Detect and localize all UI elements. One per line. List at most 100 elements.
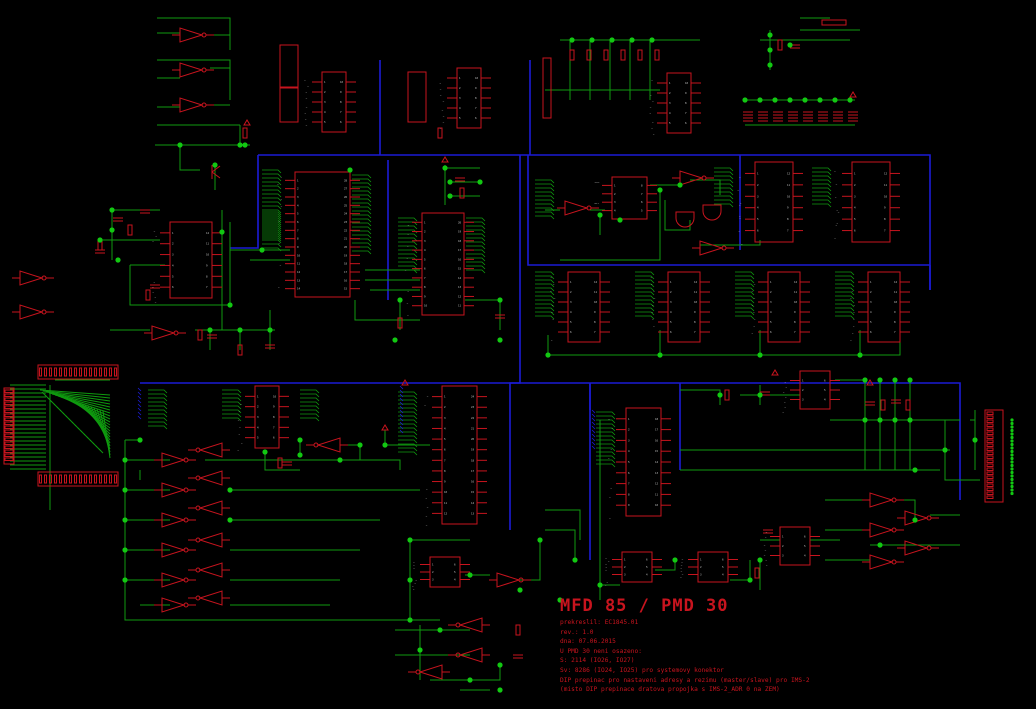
signal-label: ~ (307, 85, 309, 88)
bus-segment-0 (230, 155, 259, 249)
bus-segment-9 (520, 382, 961, 500)
junction-15 (442, 165, 448, 171)
signal-label: ~ (680, 576, 682, 579)
junction-34 (357, 442, 363, 448)
junction-58 (912, 467, 918, 473)
bus-entry-blue-2 (591, 421, 596, 426)
signal-label: ~ (407, 302, 409, 305)
pin-number: 14 (458, 276, 462, 280)
pin-number: 19 (344, 253, 348, 257)
pin-number: 9 (206, 263, 208, 267)
pin-number: 11 (787, 183, 791, 187)
pin-number: 1 (624, 558, 626, 562)
bus-entry-blue-1 (399, 413, 404, 418)
pin-number: 3 (700, 573, 702, 577)
bus-entry-10 (300, 401, 320, 406)
junction-78 (337, 457, 343, 463)
bus-entry-2 (398, 241, 418, 246)
bus-entry-13 (714, 191, 734, 196)
pin-number: 13 (297, 278, 301, 282)
junction-47 (717, 392, 723, 398)
bus-entry-blue-0 (137, 407, 142, 412)
connector-pin (89, 367, 92, 377)
bus-entry-blue-2 (591, 413, 596, 418)
junction-73 (589, 37, 595, 43)
crystal (821, 19, 847, 26)
connector-pin (44, 367, 47, 377)
bus-entry-0 (262, 225, 282, 230)
bus-entry-5 (635, 315, 655, 320)
signal-label: ~ (738, 230, 740, 233)
wire-75 (655, 560, 676, 571)
pin-number: 2 (669, 91, 671, 95)
connector-pin (986, 435, 994, 439)
bus-entry-14 (812, 199, 832, 204)
connector-pin (986, 459, 994, 463)
bus-entry-0 (262, 193, 282, 198)
bus-entry-0 (262, 213, 282, 218)
bus-entry-11 (398, 447, 418, 452)
pin-number: 5 (804, 544, 806, 548)
logic-gate-1 (179, 62, 204, 78)
bus-entry-5 (635, 303, 655, 308)
connector-pin (986, 475, 994, 479)
junction-56 (907, 417, 913, 423)
pin-number: 6 (641, 200, 643, 204)
junction-53 (862, 417, 868, 423)
bus-entry-15 (352, 238, 372, 243)
signal-label: ~ (609, 517, 611, 520)
pin-number: 9 (794, 310, 796, 314)
pin-number: 14 (655, 460, 659, 464)
pin-number: 12 (594, 280, 598, 284)
resistor-6 (145, 289, 151, 301)
signal-label: ~ (605, 584, 607, 587)
logic-gate-12 (198, 470, 223, 486)
pin-number: 3 (757, 194, 759, 198)
bus-entry-11 (398, 395, 418, 400)
junction-25 (757, 352, 763, 358)
logic-gate-21 (316, 437, 341, 453)
signal-label: ~ (427, 506, 429, 509)
bus-entry-1 (262, 215, 282, 220)
pin-number: 11 (655, 492, 659, 496)
wire-77 (680, 389, 721, 405)
wire-7 (129, 222, 231, 306)
connector-pin (986, 439, 994, 443)
bus-entry-11 (398, 451, 418, 456)
pin-number: 12 (206, 231, 210, 235)
junction-5 (115, 257, 121, 263)
pin-number: 11 (894, 290, 898, 294)
pin-number: 23 (344, 220, 348, 224)
junction-65 (757, 97, 763, 103)
bus-entry-4 (535, 271, 555, 276)
pin-number: 3 (424, 239, 426, 243)
bus-entry-15 (352, 198, 372, 203)
pin-number: 2 (757, 183, 759, 187)
pin-number: 8 (694, 320, 696, 324)
pin-number: 9 (340, 90, 342, 94)
pin-number: 8 (641, 183, 643, 187)
bus-entry-15 (352, 230, 372, 235)
bus-entry-11 (398, 403, 418, 408)
bus-entry-blue-1 (399, 409, 404, 414)
signal-label: ~ (412, 585, 414, 588)
bus-entry-16 (466, 253, 486, 258)
junction-88 (297, 437, 303, 443)
pin-number: 13 (471, 511, 475, 515)
signal-label: ~ (606, 566, 608, 569)
bus-entry-10 (300, 393, 320, 398)
junction-33 (297, 452, 303, 458)
bus-entries (137, 167, 855, 468)
bus-entry-0 (262, 169, 282, 174)
junction-35 (382, 442, 388, 448)
resistor-18 (724, 389, 730, 401)
connector-pin (104, 367, 107, 377)
connector-pin (4, 401, 14, 405)
bus-entry-14 (812, 171, 832, 176)
logic-gate-28 (869, 522, 894, 538)
bus-entry-11 (398, 399, 418, 404)
bus-entry-14 (812, 203, 832, 208)
pin-number: 6 (757, 229, 759, 233)
pin-number: 3 (257, 415, 259, 419)
bus-entry-8 (148, 413, 168, 418)
